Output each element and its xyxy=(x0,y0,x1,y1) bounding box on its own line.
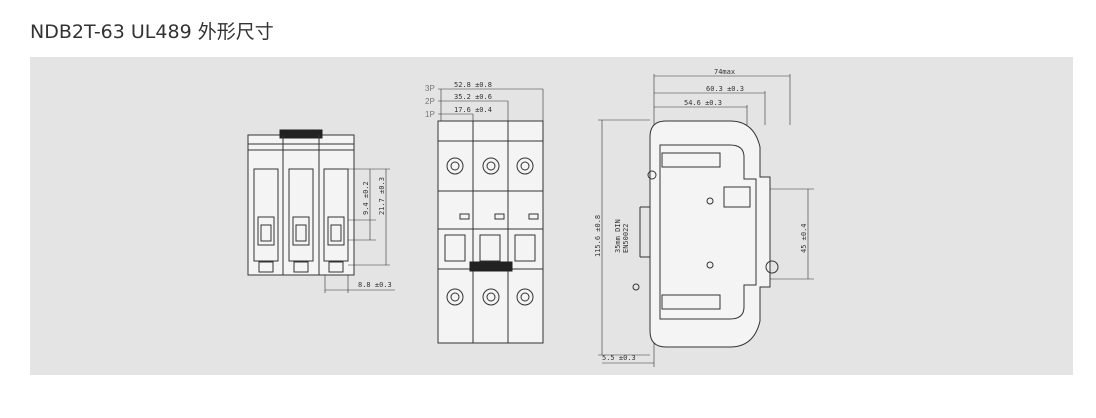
pole-label-3p: 3P xyxy=(425,84,435,93)
side-dim-din: 35mm DIN xyxy=(614,219,622,253)
side-dim-115-6: 115.6 ±0.8 xyxy=(594,215,602,257)
left-dim-21-7: 21.7 ±0.3 xyxy=(378,177,386,215)
side-dim-54-6: 54.6 ±0.3 xyxy=(684,99,722,107)
side-dim-en50022: EN50022 xyxy=(622,223,630,253)
side-dim-5-5: 5.5 ±0.3 xyxy=(602,354,636,362)
left-dim-8-8: 8.8 ±0.3 xyxy=(358,281,392,289)
dimension-drawing: 9.4 ±0.2 21.7 ±0.3 8.8 ±0.3 3P 2P 1P 52.… xyxy=(247,68,814,367)
side-view xyxy=(598,74,814,367)
left-dim-9-4: 9.4 ±0.2 xyxy=(362,181,370,215)
front-dim-1p: 17.6 ±0.4 xyxy=(454,106,492,114)
pole-label-1p: 1P xyxy=(425,110,435,119)
page-title: NDB2T-63 UL489 外形尺寸 xyxy=(30,21,274,43)
drawing-panel: 9.4 ±0.2 21.7 ±0.3 8.8 ±0.3 3P 2P 1P 52.… xyxy=(30,57,1073,375)
front-dim-2p: 35.2 ±0.6 xyxy=(454,93,492,101)
front-view xyxy=(437,88,544,344)
side-dim-60-3: 60.3 ±0.3 xyxy=(706,85,744,93)
left-top-view xyxy=(247,129,395,293)
side-dim-74max: 74max xyxy=(714,68,735,76)
front-dim-3p: 52.8 ±0.8 xyxy=(454,81,492,89)
side-dim-45: 45 ±0.4 xyxy=(800,223,808,253)
pole-label-2p: 2P xyxy=(425,97,435,106)
